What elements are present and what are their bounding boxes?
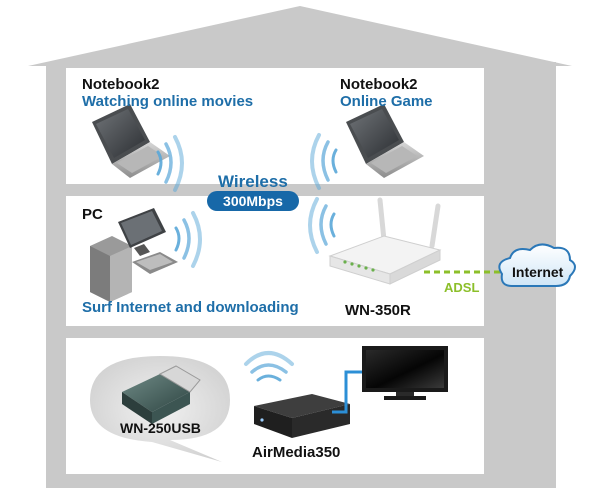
cloud-icon (498, 243, 576, 287)
usb-name: WN-250USB (120, 420, 201, 436)
floor-tag-1f: 1F (434, 436, 476, 474)
notebook-icon (346, 104, 424, 178)
notebook-left-title: Notebook2 (82, 76, 160, 93)
house-roof (28, 6, 572, 66)
pc-icon (90, 208, 178, 302)
internet-label: Internet (512, 264, 564, 280)
adsl-label: ADSL (444, 280, 480, 295)
notebook-right-subtitle: Online Game (340, 93, 433, 110)
wifi-wave-icon (174, 211, 202, 268)
notebook-icon (92, 104, 170, 178)
router-name: WN-350R (345, 302, 411, 319)
media-player-name: AirMedia350 (252, 444, 341, 461)
wifi-wave-icon (156, 135, 184, 192)
notebook-left-subtitle: Watching online movies (82, 93, 254, 110)
hdmi-cable (332, 370, 362, 414)
wifi-wave-icon (310, 133, 338, 190)
floor-tag-3f: 3F (434, 150, 476, 188)
speed-badge: 300Mbps (207, 191, 299, 211)
router-icon (328, 197, 442, 285)
tv-icon (362, 346, 448, 400)
floor-tag-2f: 2F (434, 290, 476, 328)
pc-subtitle: Surf Internet and downloading (82, 299, 299, 316)
pc-title: PC (82, 206, 103, 223)
notebook-right-title: Notebook2 (340, 76, 418, 93)
wifi-wave-icon (308, 197, 336, 254)
usb-adapter-icon (122, 365, 201, 424)
wifi-wave-icon (244, 351, 294, 382)
wireless-label: Wireless (218, 172, 288, 191)
